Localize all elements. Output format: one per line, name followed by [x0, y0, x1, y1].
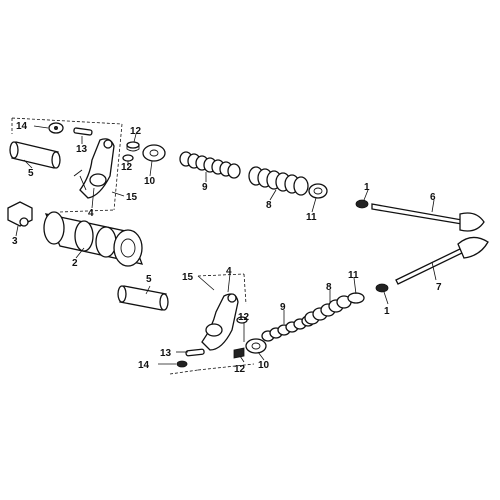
leader-lines [15, 125, 437, 365]
callout-14-upper: 14 [16, 121, 28, 132]
part-14-pin-lower [176, 360, 188, 368]
part-2-camshaft [43, 211, 144, 267]
callout-7: 7 [436, 282, 442, 293]
callout-1-lower: 1 [384, 306, 390, 317]
part-1-seal-lower [375, 283, 389, 293]
part-3-bolt [7, 201, 33, 227]
part-12-cap-upper-2 [122, 154, 134, 162]
callout-12-lower-2: 12 [234, 364, 246, 375]
callout-11-upper: 11 [306, 212, 317, 223]
part-11-seat-lower [347, 292, 365, 304]
part-5-rocker-shaft-lower [117, 285, 169, 311]
callout-12-lower: 12 [238, 312, 250, 323]
part-5-rocker-shaft-upper [9, 141, 61, 169]
callout-15-upper: 15 [126, 192, 138, 203]
callout-13-lower: 13 [160, 348, 172, 359]
callout-4-upper: 4 [88, 208, 94, 219]
callout-8-upper: 8 [266, 200, 272, 211]
part-4-rocker-arm-upper [73, 138, 115, 199]
part-8-spring-upper [248, 166, 309, 196]
part-12-cap-lower [236, 316, 248, 324]
part-13-clip-upper [73, 127, 93, 136]
callout-labels: 14 13 12 12 5 10 9 8 11 1 6 4 15 3 2 7 1… [12, 121, 442, 375]
callout-9-lower: 9 [280, 302, 286, 313]
part-11-seat-upper [308, 183, 328, 199]
callout-13-upper: 13 [76, 144, 88, 155]
callout-12-upper: 12 [130, 126, 142, 137]
part-8-spring-lower [304, 295, 352, 325]
part-14-pin-upper [48, 122, 64, 134]
part-7-valve [395, 236, 489, 285]
callout-6: 6 [430, 192, 436, 203]
callout-10-lower: 10 [258, 360, 270, 371]
callout-2: 2 [72, 258, 78, 269]
lower-rocker-group [169, 273, 267, 375]
callout-12-upper-2: 12 [121, 162, 133, 173]
callout-10-upper: 10 [144, 176, 156, 187]
callout-11-lower: 11 [348, 270, 359, 281]
callout-5-upper: 5 [28, 168, 34, 179]
callout-3: 3 [12, 236, 18, 247]
part-12-cap-lower-2 [233, 347, 245, 359]
part-13-clip-lower [185, 348, 205, 357]
callout-1-upper: 1 [364, 182, 370, 193]
part-10-washer-lower [245, 338, 267, 354]
callout-4-lower: 4 [226, 266, 232, 277]
callout-14-lower: 14 [138, 360, 150, 371]
callout-8-lower: 8 [326, 282, 332, 293]
callout-5-lower: 5 [146, 274, 152, 285]
upper-rocker-group [9, 117, 166, 213]
part-4-rocker-arm-lower [201, 293, 239, 351]
part-10-washer-upper [142, 144, 166, 162]
part-12-cap-upper [126, 141, 140, 152]
part-9-spring-upper [179, 151, 241, 179]
part-6-valve [371, 203, 485, 232]
part-1-seal-upper [355, 199, 369, 209]
callout-15-lower: 15 [182, 272, 194, 283]
callout-9-upper: 9 [202, 182, 208, 193]
